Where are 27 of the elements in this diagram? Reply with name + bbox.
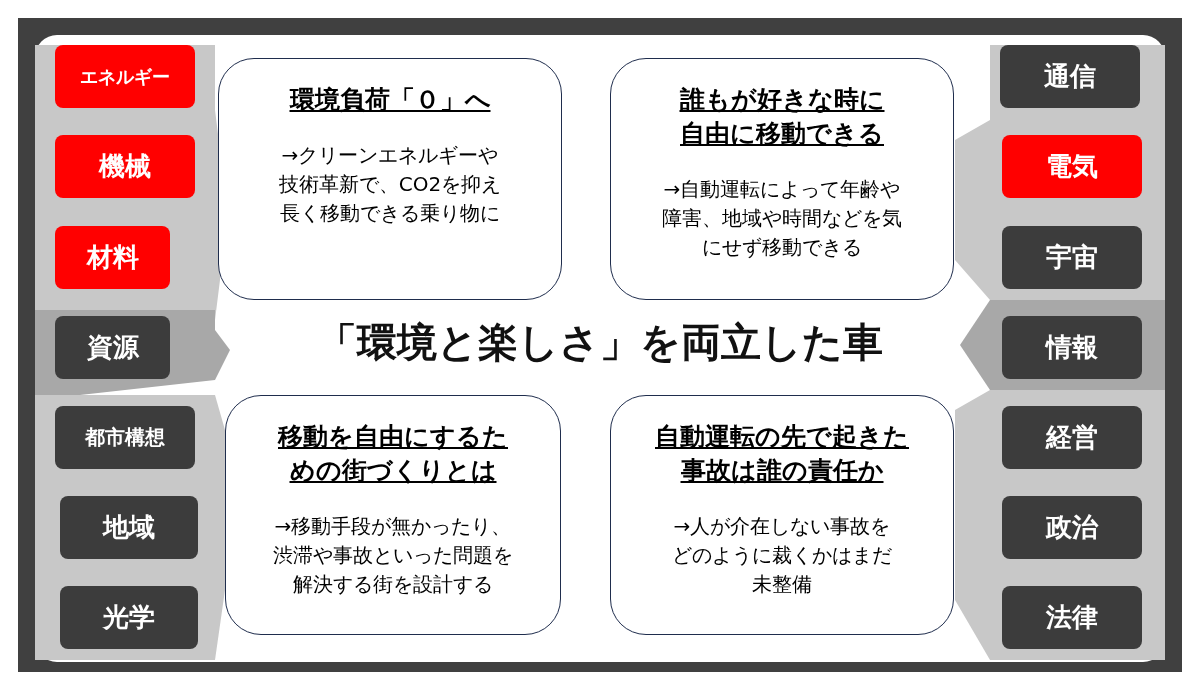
theme-card bbox=[610, 395, 954, 635]
topic-tag: 通信 bbox=[1000, 45, 1140, 108]
topic-tag: 機械 bbox=[55, 135, 195, 198]
card-text: →クリーンエネルギーや技術革新で、CO2を抑え長く移動できる乗り物に bbox=[278, 141, 502, 227]
card-text: →自動運転によって年齢や障害、地域や時間などを気にせず移動できる bbox=[661, 175, 903, 261]
theme-card bbox=[225, 395, 561, 635]
theme-card bbox=[610, 58, 954, 300]
card-heading: 自動運転の先で起きた事故は誰の責任か bbox=[654, 421, 910, 487]
topic-tag: 光学 bbox=[60, 586, 198, 649]
card-text: →移動手段が無かったり、渋滞や事故といった問題を解決する街を設計する bbox=[272, 512, 514, 598]
topic-tag: 法律 bbox=[1002, 586, 1142, 649]
topic-tag: 電気 bbox=[1002, 135, 1142, 198]
topic-tag: エネルギー bbox=[55, 45, 195, 108]
card-text: →人が介在しない事故をどのように裁くかはまだ未整備 bbox=[671, 512, 893, 598]
theme-card bbox=[218, 58, 562, 300]
card-heading: 誰もが好きな時に自由に移動できる bbox=[678, 84, 886, 150]
topic-tag: 情報 bbox=[1002, 316, 1142, 379]
topic-tag: 宇宙 bbox=[1002, 226, 1142, 289]
card-heading: 移動を自由にするための街づくりとは bbox=[276, 421, 509, 487]
topic-tag: 材料 bbox=[55, 226, 170, 289]
topic-tag: 都市構想 bbox=[55, 406, 195, 469]
card-heading: 環境負荷「０」へ bbox=[288, 84, 492, 116]
title: 「環境と楽しさ」を両立した車 bbox=[316, 318, 884, 367]
topic-tag: 地域 bbox=[60, 496, 198, 559]
topic-tag: 資源 bbox=[55, 316, 170, 379]
topic-tag: 政治 bbox=[1002, 496, 1142, 559]
topic-tag: 経営 bbox=[1002, 406, 1142, 469]
